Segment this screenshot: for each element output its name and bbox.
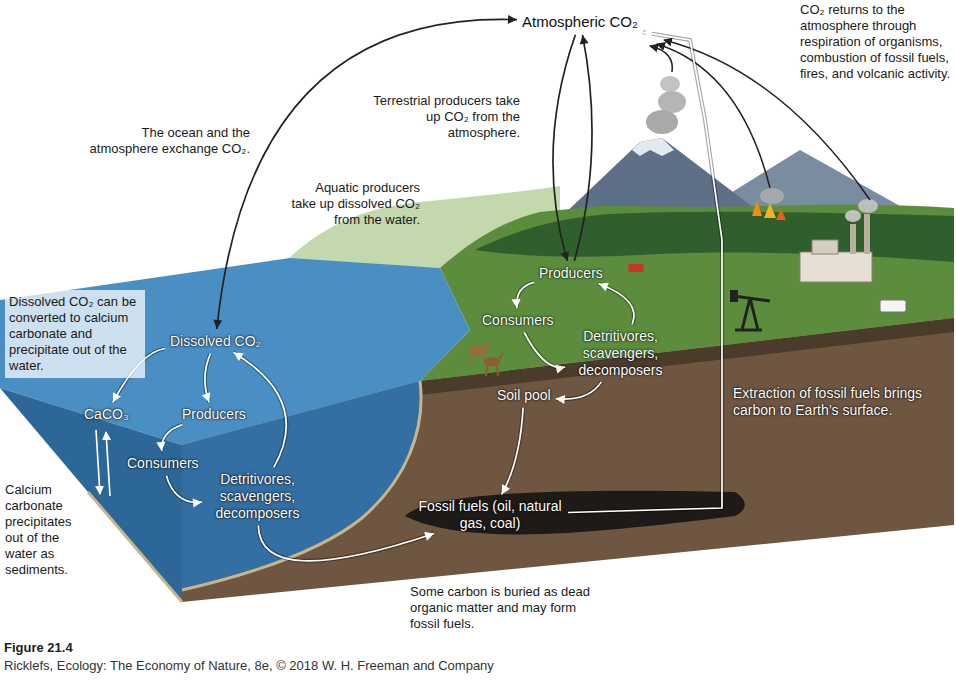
callout-text: Aquatic producers take up dissolved CO₂ … bbox=[290, 180, 420, 228]
arrowhead bbox=[156, 442, 165, 451]
pool-name: Consumers bbox=[482, 312, 554, 329]
pool-name: Dissolved CO₂ bbox=[170, 333, 261, 350]
callout-text: Terrestrial producers take up CO₂ from t… bbox=[370, 93, 520, 141]
arrow-halo bbox=[599, 284, 634, 324]
carbon-pool: Producers bbox=[537, 264, 605, 283]
arrowhead bbox=[555, 365, 565, 374]
carbon-pool: Consumers bbox=[125, 454, 201, 473]
credit-line: Ricklefs, Ecology: The Economy of Nature… bbox=[4, 658, 704, 674]
arrow-line bbox=[217, 19, 517, 329]
arrowhead bbox=[556, 395, 565, 404]
pool-name: Detritivores, scavengers, decomposers bbox=[207, 471, 308, 521]
arrow-line bbox=[553, 35, 575, 261]
arrowhead bbox=[193, 499, 202, 508]
flow-arrow bbox=[556, 382, 602, 404]
arrowhead bbox=[202, 392, 210, 402]
carbon-pool: Producers bbox=[180, 405, 248, 424]
arrowhead bbox=[643, 29, 653, 38]
pool-name: Atmospheric CO₂ bbox=[522, 13, 638, 31]
arrow-line bbox=[599, 284, 634, 324]
flow-arrow bbox=[512, 282, 535, 308]
flow-arrow bbox=[258, 525, 434, 560]
arrow-halo bbox=[258, 525, 434, 560]
arrow-halo bbox=[162, 425, 183, 451]
pool-name: Producers bbox=[182, 406, 246, 423]
arrow-halo bbox=[502, 408, 523, 495]
arrowhead bbox=[561, 251, 570, 261]
pool-name: Consumers bbox=[127, 455, 199, 472]
callout-text: CO₂ returns to the atmosphere through re… bbox=[800, 2, 952, 82]
arrow-halo bbox=[517, 282, 534, 308]
arrowhead bbox=[508, 15, 517, 24]
flow-arrow bbox=[156, 425, 182, 451]
flow-arrow bbox=[574, 35, 592, 261]
flow-arrow bbox=[202, 354, 211, 403]
callout-text: The ocean and the atmosphere exchange CO… bbox=[75, 125, 250, 157]
carbon-pool: Soil pool bbox=[495, 386, 553, 405]
arrow-line bbox=[162, 425, 183, 451]
arrow-line bbox=[166, 476, 202, 503]
callout-text: Extraction of fossil fuels brings carbon… bbox=[733, 385, 945, 419]
arrow-halo bbox=[524, 333, 565, 368]
pool-name: Detritivores, scavengers, decomposers bbox=[570, 328, 671, 378]
arrowhead bbox=[502, 484, 510, 494]
arrow-line bbox=[517, 282, 534, 308]
arrowhead bbox=[424, 532, 434, 541]
flow-arrow bbox=[213, 15, 517, 329]
arrow-line bbox=[524, 333, 565, 368]
callout-text: Some carbon is buried as dead organic ma… bbox=[410, 584, 595, 632]
carbon-pool: Atmospheric CO₂ bbox=[520, 12, 640, 32]
flow-arrow bbox=[599, 283, 634, 324]
arrow-halo bbox=[166, 476, 202, 503]
carbon-pool: Detritivores, scavengers, decomposers bbox=[205, 470, 310, 522]
flow-arrow bbox=[166, 476, 202, 508]
carbon-pool: Fossil fuels (oil, natural gas, coal) bbox=[415, 497, 565, 533]
flow-arrow bbox=[524, 333, 565, 374]
arrowhead bbox=[113, 392, 121, 402]
arrowhead bbox=[580, 35, 589, 45]
arrowhead bbox=[213, 320, 222, 329]
arrowhead bbox=[234, 352, 244, 361]
carbon-pool: Detritivores, scavengers, decomposers bbox=[568, 327, 673, 379]
carbon-pool: CaCO₃ bbox=[82, 405, 131, 424]
carbon-pool: Consumers bbox=[480, 311, 556, 330]
figure-number: Figure 21.4 bbox=[4, 640, 304, 656]
pool-name: Producers bbox=[539, 265, 603, 282]
arrow-line bbox=[258, 525, 434, 560]
arrowhead bbox=[512, 299, 521, 308]
arrow-line bbox=[574, 35, 592, 261]
arrowhead bbox=[599, 283, 609, 291]
flow-arrow bbox=[502, 408, 523, 495]
callout-text: Dissolved CO₂ can be converted to calciu… bbox=[5, 290, 145, 378]
pool-name: Fossil fuels (oil, natural gas, coal) bbox=[417, 498, 563, 532]
arrow-line bbox=[502, 408, 523, 495]
pool-name: CaCO₃ bbox=[84, 406, 129, 423]
pool-name: Soil pool bbox=[497, 387, 551, 404]
flow-arrow bbox=[553, 35, 575, 261]
callout-text: Calcium carbonate precipitates out of th… bbox=[5, 482, 85, 578]
carbon-pool: Dissolved CO₂ bbox=[168, 332, 263, 351]
